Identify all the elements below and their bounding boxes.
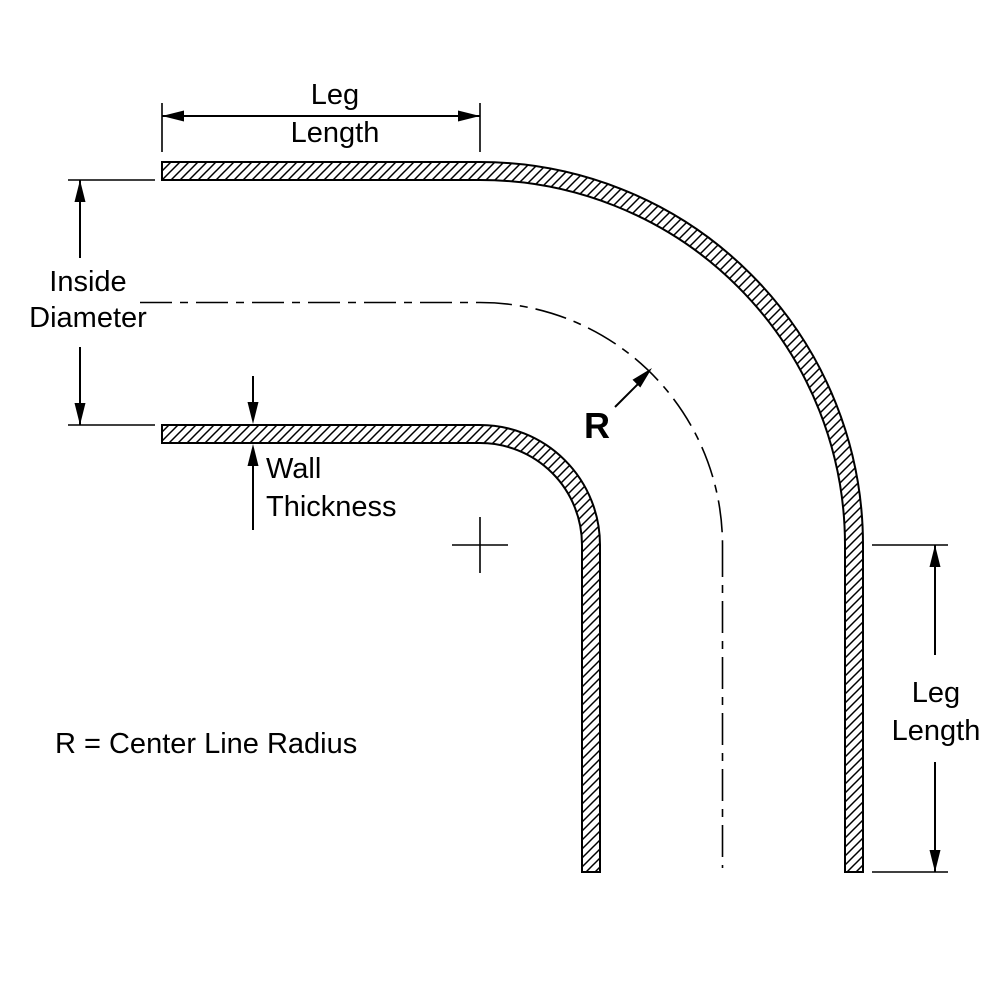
radius-arrow-line [614,382,640,408]
radius-callout: R [584,368,652,446]
inside-diameter-label-line1: Inside [49,266,126,298]
arrowhead-down [929,850,941,872]
elbow-tube [161,161,864,873]
radius-note: R = Center Line Radius [55,728,357,760]
arrowhead-up [74,180,86,202]
wall-thickness-label-line2: Thickness [266,491,397,523]
arrowhead-down [74,403,86,425]
centerlines [140,301,724,868]
inside-diameter-dimension: Inside Diameter [29,179,155,426]
right-leg-length-label-line1: Leg [912,677,960,709]
bend-centerline-arc [479,301,724,546]
arrowhead-right [458,110,480,122]
top-leg-length-dimension: Leg Length [161,79,481,152]
elbow-outer-wall [161,161,864,873]
arrowhead-up [929,545,941,567]
radius-symbol-label: R [584,405,610,446]
right-leg-length-dimension: Leg Length [872,544,981,873]
arrowhead-radius [632,368,652,388]
wall-thickness-dimension: Wall Thickness [247,376,397,530]
top-leg-length-label-line2: Length [291,117,380,149]
arrowhead-left [162,110,184,122]
right-leg-length-label-line2: Length [892,715,981,747]
arrowhead-up [247,444,259,466]
elbow-inner-wall [161,424,601,873]
top-leg-length-label-line1: Leg [311,79,359,111]
center-cross [452,517,508,573]
arrowhead-down [247,402,259,424]
inside-diameter-label-line2: Diameter [29,302,147,334]
wall-thickness-label-line1: Wall [266,453,321,485]
